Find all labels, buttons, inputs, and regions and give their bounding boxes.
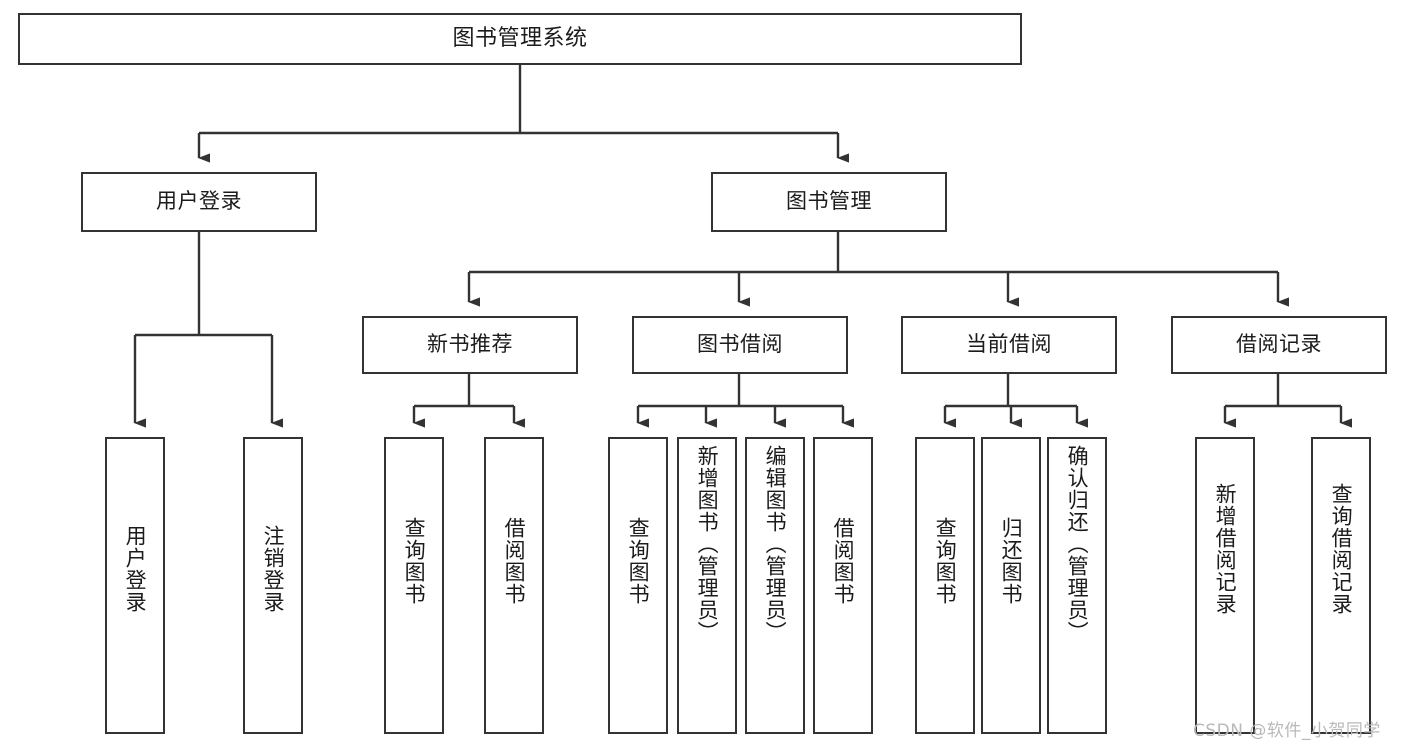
node-current-borrow[interactable]: 当前借阅	[901, 316, 1117, 374]
node-label: 用户登录	[123, 525, 148, 613]
leaf-record-query-borrow-record[interactable]: 查询借阅记录	[1311, 437, 1371, 734]
node-book-management[interactable]: 图书管理	[711, 172, 947, 232]
leaf-new-book-query[interactable]: 查询图书	[384, 437, 444, 734]
node-label: 注销登录	[261, 525, 286, 613]
leaf-current-query-book[interactable]: 查询图书	[915, 437, 975, 734]
node-label: 图书借阅	[697, 332, 783, 357]
node-label: 图书管理	[786, 189, 872, 214]
node-root-book-management-system[interactable]: 图书管理系统	[18, 13, 1022, 65]
node-user-login[interactable]: 用户登录	[81, 172, 317, 232]
leaf-user-login[interactable]: 用户登录	[105, 437, 165, 734]
node-borrow-record[interactable]: 借阅记录	[1171, 316, 1387, 374]
leaf-new-book-borrow[interactable]: 借阅图书	[484, 437, 544, 734]
node-label: 新增图书（管理员）	[695, 445, 720, 643]
leaf-user-logout[interactable]: 注销登录	[243, 437, 303, 734]
node-label: 图书管理系统	[452, 25, 588, 51]
node-label: 查询借阅记录	[1329, 483, 1354, 615]
leaf-current-return-book[interactable]: 归还图书	[981, 437, 1041, 734]
leaf-borrow-do-borrow[interactable]: 借阅图书	[813, 437, 873, 734]
leaf-borrow-edit-book-admin[interactable]: 编辑图书（管理员）	[745, 437, 805, 734]
csdn-watermark: CSDN @软件_小贺同学	[1193, 721, 1381, 741]
leaf-borrow-add-book-admin[interactable]: 新增图书（管理员）	[677, 437, 737, 734]
node-book-borrow[interactable]: 图书借阅	[632, 316, 848, 374]
leaf-borrow-query-book[interactable]: 查询图书	[608, 437, 668, 734]
node-label: 借阅图书	[502, 517, 527, 605]
node-label: 查询图书	[402, 517, 427, 605]
node-label: 借阅记录	[1236, 332, 1322, 357]
node-label: 当前借阅	[966, 332, 1052, 357]
node-label: 新书推荐	[427, 332, 513, 357]
node-label: 编辑图书（管理员）	[763, 445, 788, 643]
node-label: 归还图书	[999, 517, 1024, 605]
node-label: 查询图书	[626, 517, 651, 605]
node-label: 新增借阅记录	[1213, 483, 1238, 615]
leaf-record-add-borrow-record[interactable]: 新增借阅记录	[1195, 437, 1255, 734]
node-label: 借阅图书	[831, 517, 856, 605]
node-new-book-recommendation[interactable]: 新书推荐	[362, 316, 578, 374]
node-label: 用户登录	[156, 189, 242, 214]
node-label: 查询图书	[933, 517, 958, 605]
node-label: 确认归还（管理员）	[1065, 445, 1090, 643]
leaf-current-confirm-return-admin[interactable]: 确认归还（管理员）	[1047, 437, 1107, 734]
